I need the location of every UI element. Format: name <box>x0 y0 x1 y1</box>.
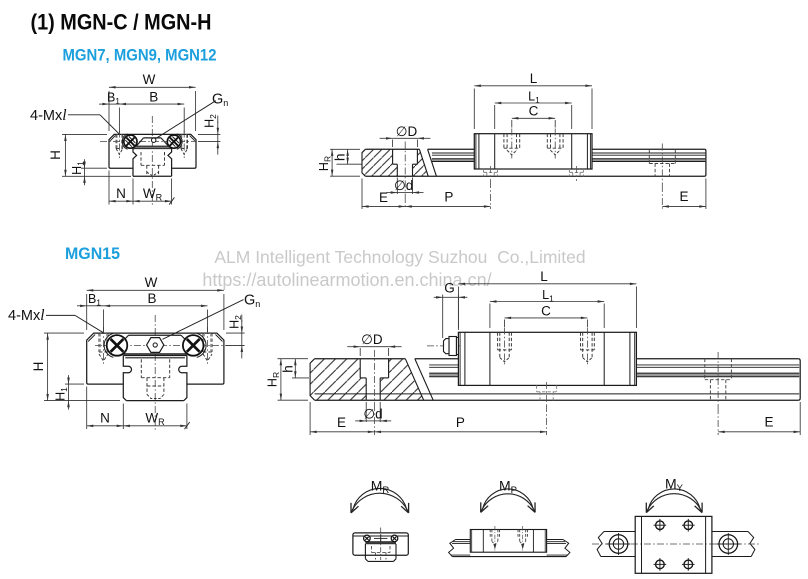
svg-text:h: h <box>333 153 348 161</box>
svg-text:∅D: ∅D <box>361 332 383 347</box>
svg-text:E: E <box>379 190 388 205</box>
svg-text:∅d: ∅d <box>363 407 382 422</box>
svg-text:W: W <box>145 275 158 290</box>
svg-text:W: W <box>143 72 156 87</box>
svg-text:ALM Intelligent Technology Suz: ALM Intelligent Technology Suzhou Co.,Li… <box>214 247 585 267</box>
svg-text:P: P <box>456 415 465 430</box>
svg-text:(1) MGN-C / MGN-H: (1) MGN-C / MGN-H <box>31 10 212 35</box>
svg-text:4-Mxl: 4-Mxl <box>30 107 67 124</box>
svg-text:P: P <box>444 190 453 205</box>
svg-text:B: B <box>149 89 158 104</box>
svg-text:H: H <box>31 362 46 372</box>
svg-text:MGN15: MGN15 <box>65 245 120 263</box>
svg-text:C: C <box>541 303 551 318</box>
svg-text:4-Mxl: 4-Mxl <box>8 307 45 324</box>
svg-text:E: E <box>764 414 773 429</box>
svg-text:H: H <box>48 150 63 160</box>
svg-text:N: N <box>100 410 110 425</box>
svg-text:L: L <box>530 71 538 86</box>
svg-text:N: N <box>116 186 126 201</box>
svg-text:L: L <box>540 269 548 284</box>
svg-text:B: B <box>147 291 156 306</box>
svg-text:MGN7, MGN9, MGN12: MGN7, MGN9, MGN12 <box>63 47 217 65</box>
svg-text:h: h <box>281 365 296 373</box>
svg-text:E: E <box>337 415 346 430</box>
svg-text:E: E <box>679 189 688 204</box>
svg-text:G: G <box>444 280 455 295</box>
svg-text:∅D: ∅D <box>396 124 418 139</box>
svg-text:∅d: ∅d <box>394 178 413 193</box>
svg-text:C: C <box>529 104 539 119</box>
